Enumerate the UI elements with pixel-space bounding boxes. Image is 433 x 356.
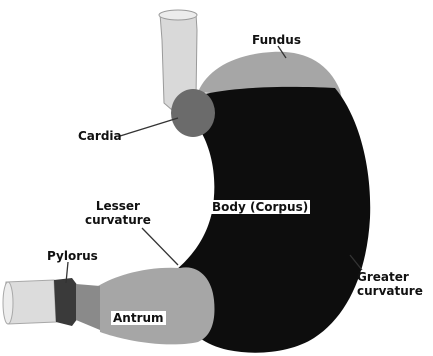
label-antrum: Antrum [111,311,166,325]
leader-lesser-curvature [142,228,178,265]
pylorus-sphincter [54,278,78,326]
leader-cardia [120,118,178,136]
label-lesser-line2: curvature [85,213,151,227]
label-greater-line1: Greater [357,270,423,284]
label-fundus: Fundus [252,33,301,47]
antrum [98,267,214,344]
label-lesser-line1: Lesser [85,199,151,213]
duodenum-opening [3,282,13,324]
label-greater-curvature: Greater curvature [357,270,423,298]
cardia-region [171,89,215,137]
label-lesser-curvature: Lesser curvature [85,199,151,227]
label-pylorus: Pylorus [47,249,98,263]
esophagus-opening [159,10,197,20]
label-greater-line2: curvature [357,284,423,298]
pylorus-transition [76,284,100,330]
label-cardia: Cardia [78,129,122,143]
label-body-corpus: Body (Corpus) [210,200,310,214]
